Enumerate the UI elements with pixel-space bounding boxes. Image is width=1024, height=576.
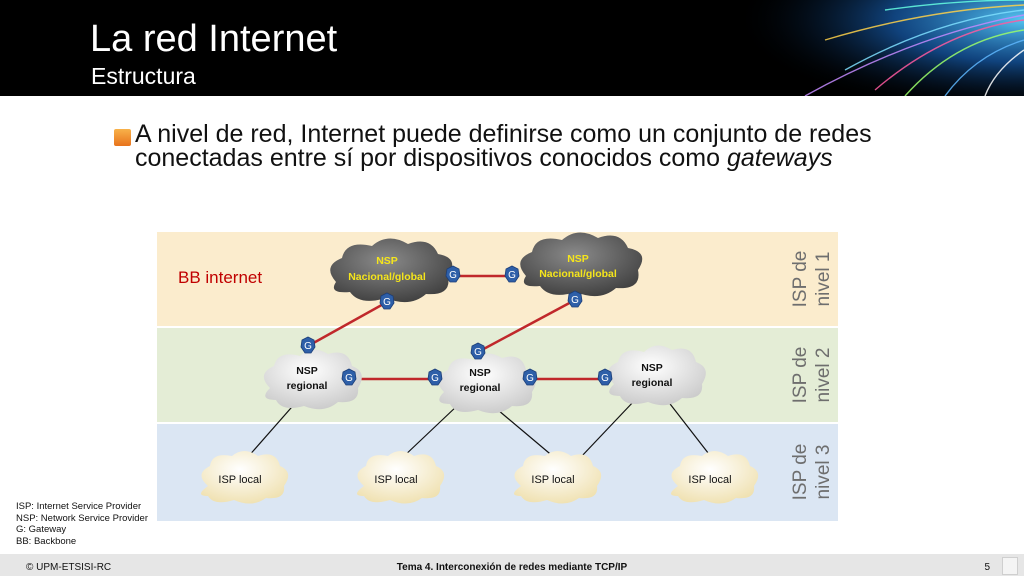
bullet-icon <box>114 129 131 146</box>
nsp-regional-cloud-3: NSP regional <box>607 345 706 406</box>
nsp-global-cloud-2: NSP Nacional/global <box>520 232 643 297</box>
isp-local-4-label: ISP local <box>688 474 731 486</box>
gateway-regional1-north: G <box>300 336 316 354</box>
slide-footer: © UPM-ETSISI-RC Tema 4. Interconexión de… <box>0 554 1024 576</box>
access-links <box>246 399 713 459</box>
gateway-regional2-north: G <box>470 342 486 360</box>
level-3-label: ISP de nivel 3 <box>790 444 834 501</box>
level-1-label: ISP de nivel 1 <box>790 251 834 308</box>
footer-copyright: © UPM-ETSISI-RC <box>26 562 112 573</box>
bullet-text: A nivel de red, Internet puede definirse… <box>135 120 895 172</box>
nsp-global-cloud-1: NSP Nacional/global <box>330 238 453 303</box>
gateway-label: G <box>449 270 457 281</box>
band-level-1 <box>157 232 838 326</box>
isp-local-2-label: ISP local <box>374 474 417 486</box>
legend-item-isp: ISP: Internet Service Provider <box>16 501 142 512</box>
nsp-regional-3-line2: regional <box>632 377 673 389</box>
gateway-label: G <box>304 341 312 352</box>
bullet-text-emphasis: gateways <box>726 144 833 172</box>
gateway-label: G <box>601 373 609 384</box>
level-1-line2: nivel 1 <box>813 252 834 307</box>
level-2-line2: nivel 2 <box>813 348 834 403</box>
gateway-global2-south: G <box>567 290 583 308</box>
nsp-regional-1-line2: regional <box>287 380 328 392</box>
nsp-regional-3-line1: NSP <box>641 362 663 374</box>
level-3-line2: nivel 3 <box>813 445 834 500</box>
gateway-label: G <box>508 270 516 281</box>
fiber-optic-image <box>735 0 1024 96</box>
legend-item-gateway: G: Gateway <box>16 524 67 535</box>
gateway-label: G <box>526 373 534 384</box>
footer-scroll-handle[interactable] <box>1002 557 1018 575</box>
gateway-regional1-east: G <box>341 368 357 386</box>
gateway-label: G <box>383 297 391 308</box>
gateway-label: G <box>474 347 482 358</box>
slide-title: La red Internet <box>90 18 338 60</box>
slide-subtitle: Estructura <box>91 63 196 89</box>
abbreviations-legend: ISP: Internet Service Provider NSP: Netw… <box>16 501 148 547</box>
bullet-text-main: A nivel de red, Internet puede definirse… <box>135 120 872 172</box>
gateway-regional2-west: G <box>427 368 443 386</box>
slide-header: La red Internet Estructura <box>0 0 1024 96</box>
gateway-label: G <box>571 295 579 306</box>
footer-course-title: Tema 4. Interconexión de redes mediante … <box>396 562 628 573</box>
nsp-regional-2-line2: regional <box>460 382 501 394</box>
nsp-regional-cloud-2: NSP regional <box>437 353 536 414</box>
isp-local-cloud-4: ISP local <box>671 451 759 504</box>
gateway-global1-south: G <box>379 292 395 310</box>
gateway-global1-east: G <box>445 265 461 283</box>
nsp-regional-cloud-1: NSP regional <box>263 349 362 410</box>
level-2-line1: ISP de <box>790 347 811 404</box>
level-3-line1: ISP de <box>790 444 811 501</box>
nsp-global-1-line2: Nacional/global <box>348 271 426 283</box>
isp-local-cloud-2: ISP local <box>357 451 445 504</box>
isp-local-3-label: ISP local <box>531 474 574 486</box>
nsp-global-2-line1: NSP <box>567 253 589 265</box>
backbone-links <box>307 274 605 381</box>
legend-item-backbone: BB: Backbone <box>16 535 77 547</box>
level-1-line1: ISP de <box>790 251 811 308</box>
legend-item-nsp: NSP: Network Service Provider <box>16 512 148 524</box>
gateway-label: G <box>431 373 439 384</box>
gateway-regional2-east: G <box>522 368 538 386</box>
nsp-regional-1-line1: NSP <box>296 365 318 377</box>
isp-local-cloud-3: ISP local <box>514 451 602 504</box>
nsp-global-2-line2: Nacional/global <box>539 268 617 280</box>
gateway-global2-west: G <box>504 265 520 283</box>
level-2-label: ISP de nivel 2 <box>790 347 834 404</box>
nsp-regional-2-line1: NSP <box>469 367 491 379</box>
footer-page-number: 5 <box>984 562 990 573</box>
isp-local-1-label: ISP local <box>218 474 261 486</box>
bb-internet-label: BB internet <box>178 268 262 287</box>
isp-local-cloud-1: ISP local <box>201 451 289 504</box>
gateway-label: G <box>345 373 353 384</box>
gateway-regional3-west: G <box>597 368 613 386</box>
nsp-global-1-line1: NSP <box>376 255 398 267</box>
